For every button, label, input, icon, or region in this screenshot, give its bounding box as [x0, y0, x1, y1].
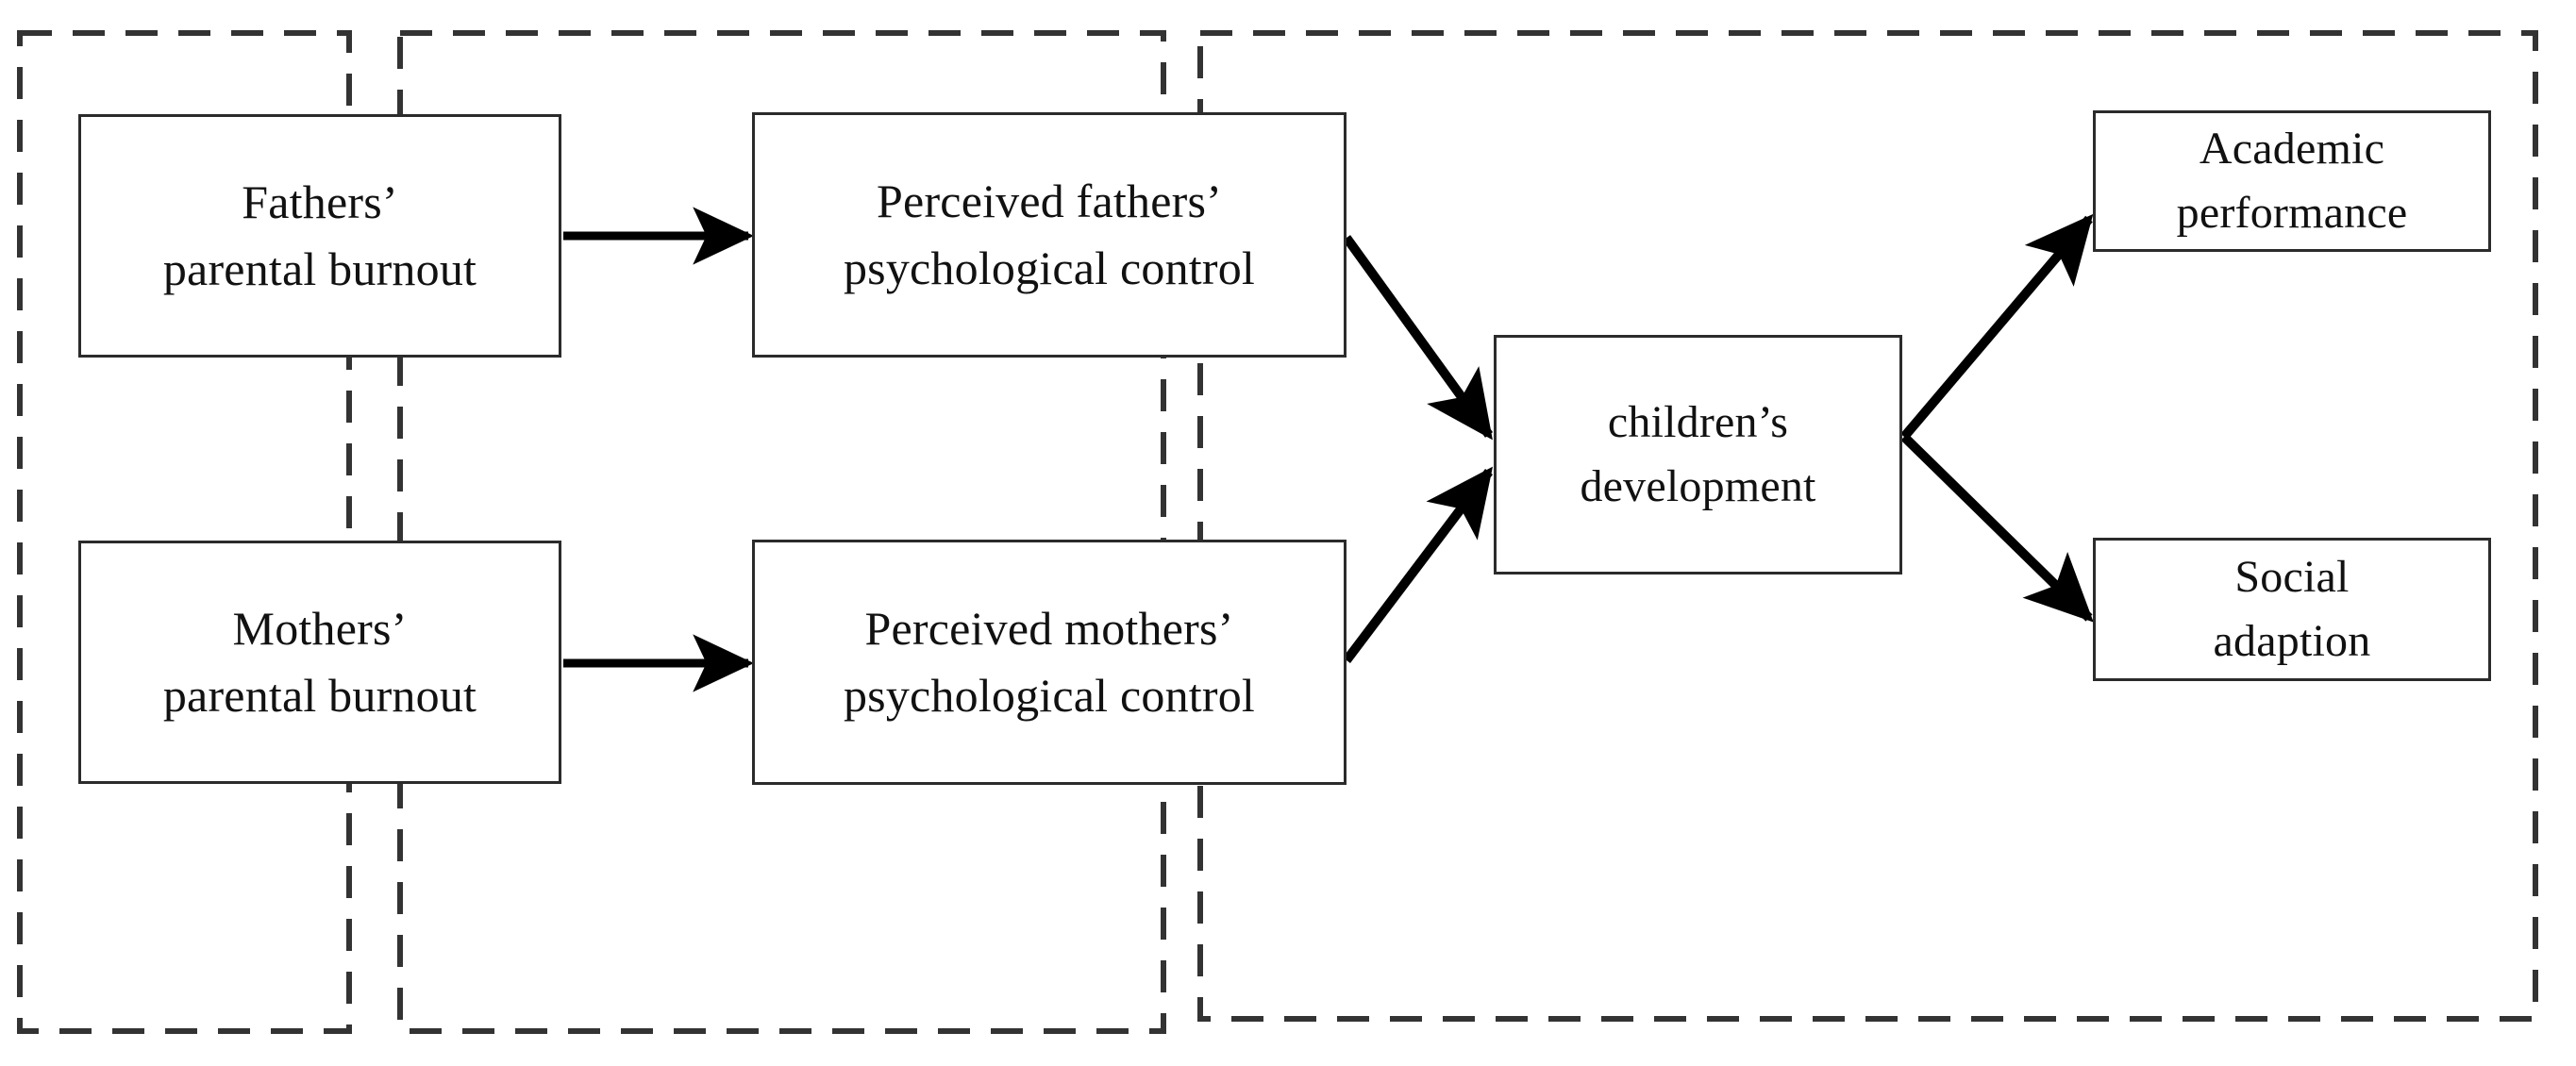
arrow-development-to-social [1900, 433, 2094, 623]
node-perceived-fathers-psychological-control[interactable]: Perceived fathers’ psychological control [752, 112, 1347, 358]
dashed-panel-outcomes [1197, 30, 2538, 1022]
node-label-line-1: Social [2234, 551, 2350, 602]
node-social-adaption[interactable]: Social adaption [2093, 538, 2491, 681]
node-childrens-development[interactable]: children’s development [1494, 335, 1902, 575]
dashed-panel-predictors [17, 30, 352, 1034]
node-label-line-1: Perceived mothers’ [864, 602, 1234, 655]
node-label-line-1: Mothers’ [232, 602, 408, 655]
node-label-line-2: psychological control [843, 242, 1256, 294]
node-label-line-1: Fathers’ [242, 175, 398, 228]
node-label-line-2: adaption [2213, 616, 2371, 666]
arrow-perceived-mothers-to-development [1343, 466, 1494, 664]
node-label-line-2: development [1580, 461, 1816, 511]
node-label-line-1: children’s [1607, 396, 1789, 447]
node-label-line-1: Perceived fathers’ [877, 175, 1222, 227]
node-academic-performance[interactable]: Academic performance [2093, 110, 2491, 252]
arrow-development-to-academic [1900, 213, 2094, 441]
node-label-line-2: psychological control [843, 669, 1256, 722]
node-perceived-mothers-psychological-control[interactable]: Perceived mothers’ psychological control [752, 540, 1347, 785]
node-label-line-2: performance [2176, 188, 2408, 238]
node-label-line-1: Academic [2199, 123, 2385, 174]
node-mothers-parental-burnout[interactable]: Mothers’ parental burnout [78, 541, 561, 784]
node-label-line-2: parental burnout [162, 242, 477, 295]
node-fathers-parental-burnout[interactable]: Fathers’ parental burnout [78, 114, 561, 358]
arrow-perceived-fathers-to-development [1342, 235, 1494, 441]
node-label-line-2: parental burnout [162, 669, 477, 722]
dashed-panel-mediators [397, 30, 1166, 1034]
